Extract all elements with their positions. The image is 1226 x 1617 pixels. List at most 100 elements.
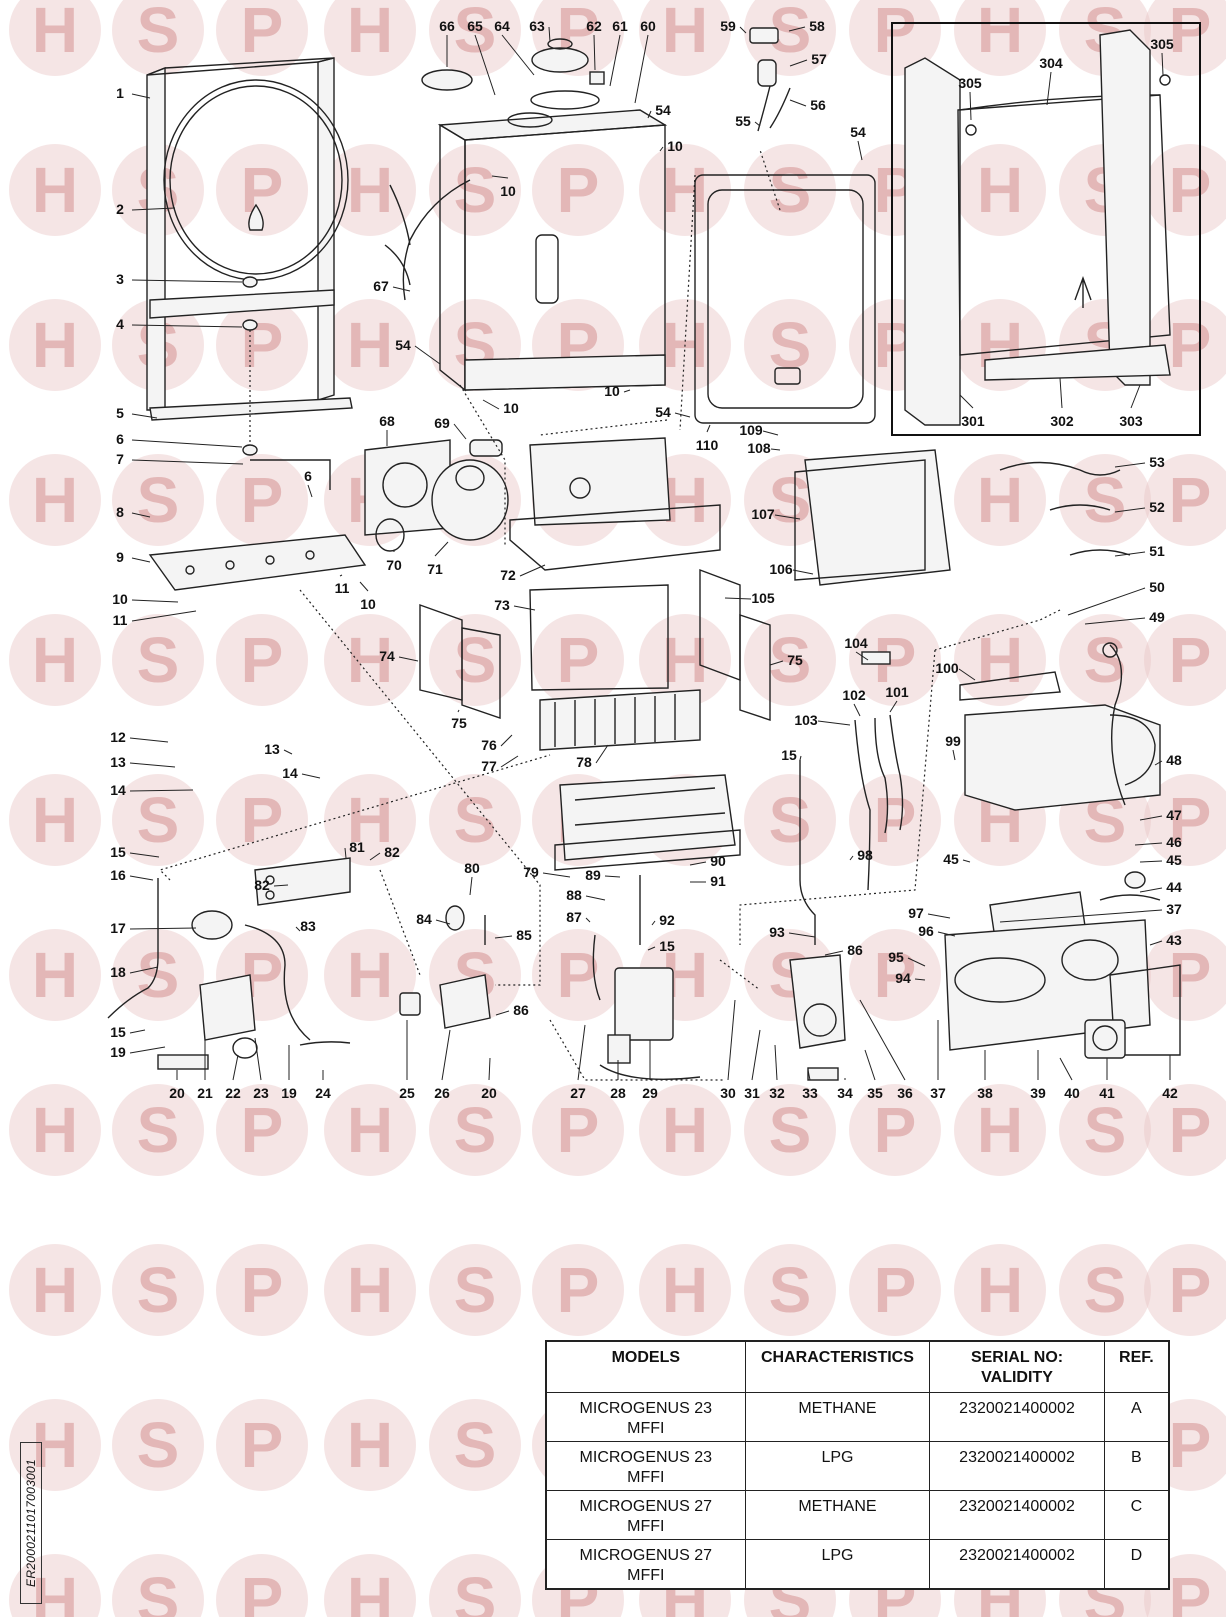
watermark-badge: S — [1059, 1244, 1151, 1336]
header-models: MODELS — [545, 1340, 746, 1393]
callout-305: 305 — [1150, 36, 1174, 52]
watermark-badge: P — [532, 929, 624, 1021]
part-insulation-panels — [419, 449, 951, 721]
callout-leader — [131, 413, 158, 419]
callout-leader — [500, 734, 513, 747]
callout-leader — [792, 569, 814, 575]
callout-leader — [593, 34, 596, 71]
callout-leader — [727, 999, 736, 1081]
cell-characteristics: METHANE — [744, 1490, 931, 1540]
watermark-letter: H — [977, 1094, 1023, 1166]
callout-leader — [585, 917, 591, 923]
watermark-letter: P — [557, 939, 600, 1011]
callout-56: 56 — [810, 97, 826, 113]
watermark-badge: P — [216, 1244, 308, 1336]
watermark-badge: P — [216, 614, 308, 706]
callout-leader — [595, 744, 609, 764]
callout-72: 72 — [500, 567, 516, 583]
callout-305: 305 — [958, 75, 982, 91]
callout-78: 78 — [576, 754, 592, 770]
callout-88: 88 — [566, 887, 582, 903]
callout-95: 95 — [888, 949, 904, 965]
callout-leader — [999, 909, 1163, 923]
callout-63: 63 — [529, 18, 545, 34]
callout-70: 70 — [386, 557, 402, 573]
watermark-badge: H — [954, 454, 1046, 546]
watermark-badge: H — [324, 1399, 416, 1491]
callout-66: 66 — [439, 18, 455, 34]
model-variant: MFFI — [627, 1420, 665, 1437]
callout-leader — [495, 1010, 510, 1016]
callout-leader — [494, 935, 513, 939]
callout-leader — [131, 557, 151, 563]
callout-54: 54 — [850, 124, 866, 140]
callout-48: 48 — [1166, 752, 1182, 768]
watermark-badge: S — [112, 614, 204, 706]
callout-leader — [1149, 940, 1163, 946]
callout-50: 50 — [1149, 579, 1165, 595]
callout-104: 104 — [844, 635, 868, 651]
watermark-letter: P — [874, 784, 917, 856]
callout-39: 39 — [1030, 1085, 1046, 1101]
callout-30: 30 — [720, 1085, 736, 1101]
callout-5: 5 — [116, 405, 124, 421]
watermark-badge: H — [324, 1554, 416, 1617]
watermark-badge: S — [112, 774, 204, 866]
watermark-letter: S — [454, 624, 497, 696]
callout-35: 35 — [867, 1085, 883, 1101]
watermark-letter: S — [137, 624, 180, 696]
callout-leader — [799, 755, 802, 761]
callout-80: 80 — [464, 860, 480, 876]
watermark-letter: H — [32, 624, 78, 696]
callout-leader — [959, 394, 974, 409]
callout-54: 54 — [395, 337, 411, 353]
watermark-letter: P — [241, 0, 284, 66]
model-name: MICROGENUS 27 — [579, 1547, 713, 1564]
callout-leader — [774, 1044, 778, 1081]
callout-leader — [1059, 1057, 1073, 1081]
watermark-letter: H — [347, 309, 393, 381]
callout-59: 59 — [720, 18, 736, 34]
callout-96: 96 — [918, 923, 934, 939]
callout-leader — [131, 279, 243, 283]
callout-37: 37 — [1166, 901, 1182, 917]
callout-6: 6 — [304, 468, 312, 484]
watermark-badge: H — [954, 0, 1046, 76]
watermark-letter: H — [977, 1254, 1023, 1326]
watermark-letter: H — [347, 1409, 393, 1481]
callout-leader — [295, 926, 301, 932]
callout-19: 19 — [281, 1085, 297, 1101]
watermark-letter: P — [241, 464, 284, 536]
callout-52: 52 — [1149, 499, 1165, 515]
watermark-badge: S — [112, 1399, 204, 1491]
callout-leader — [1139, 887, 1163, 893]
model-name: MICROGENUS 23 — [579, 1400, 713, 1417]
watermark-badge: S — [429, 0, 521, 76]
callout-102: 102 — [842, 687, 866, 703]
callout-leader — [789, 99, 807, 107]
watermark-letter: H — [32, 939, 78, 1011]
callout-leader — [129, 762, 176, 768]
callout-27: 27 — [570, 1085, 586, 1101]
cell-characteristics: LPG — [744, 1441, 931, 1491]
watermark-letter: S — [137, 1254, 180, 1326]
callout-11: 11 — [335, 580, 350, 596]
watermark-badge: P — [849, 1084, 941, 1176]
callout-leader — [1114, 462, 1146, 468]
callout-leader — [824, 950, 844, 956]
callout-leader — [859, 999, 906, 1081]
callout-leader — [853, 703, 861, 717]
callout-10: 10 — [500, 183, 516, 199]
callout-leader — [1067, 587, 1146, 616]
callout-41: 41 — [1099, 1085, 1115, 1101]
watermark-letter: H — [347, 154, 393, 226]
watermark-badge: S — [112, 454, 204, 546]
watermark-letter: S — [454, 0, 497, 66]
header-ref: REF. — [1103, 1340, 1170, 1393]
part-burner — [554, 774, 741, 871]
callout-84: 84 — [416, 911, 432, 927]
callout-32: 32 — [769, 1085, 785, 1101]
watermark-badge: P — [1144, 614, 1226, 706]
